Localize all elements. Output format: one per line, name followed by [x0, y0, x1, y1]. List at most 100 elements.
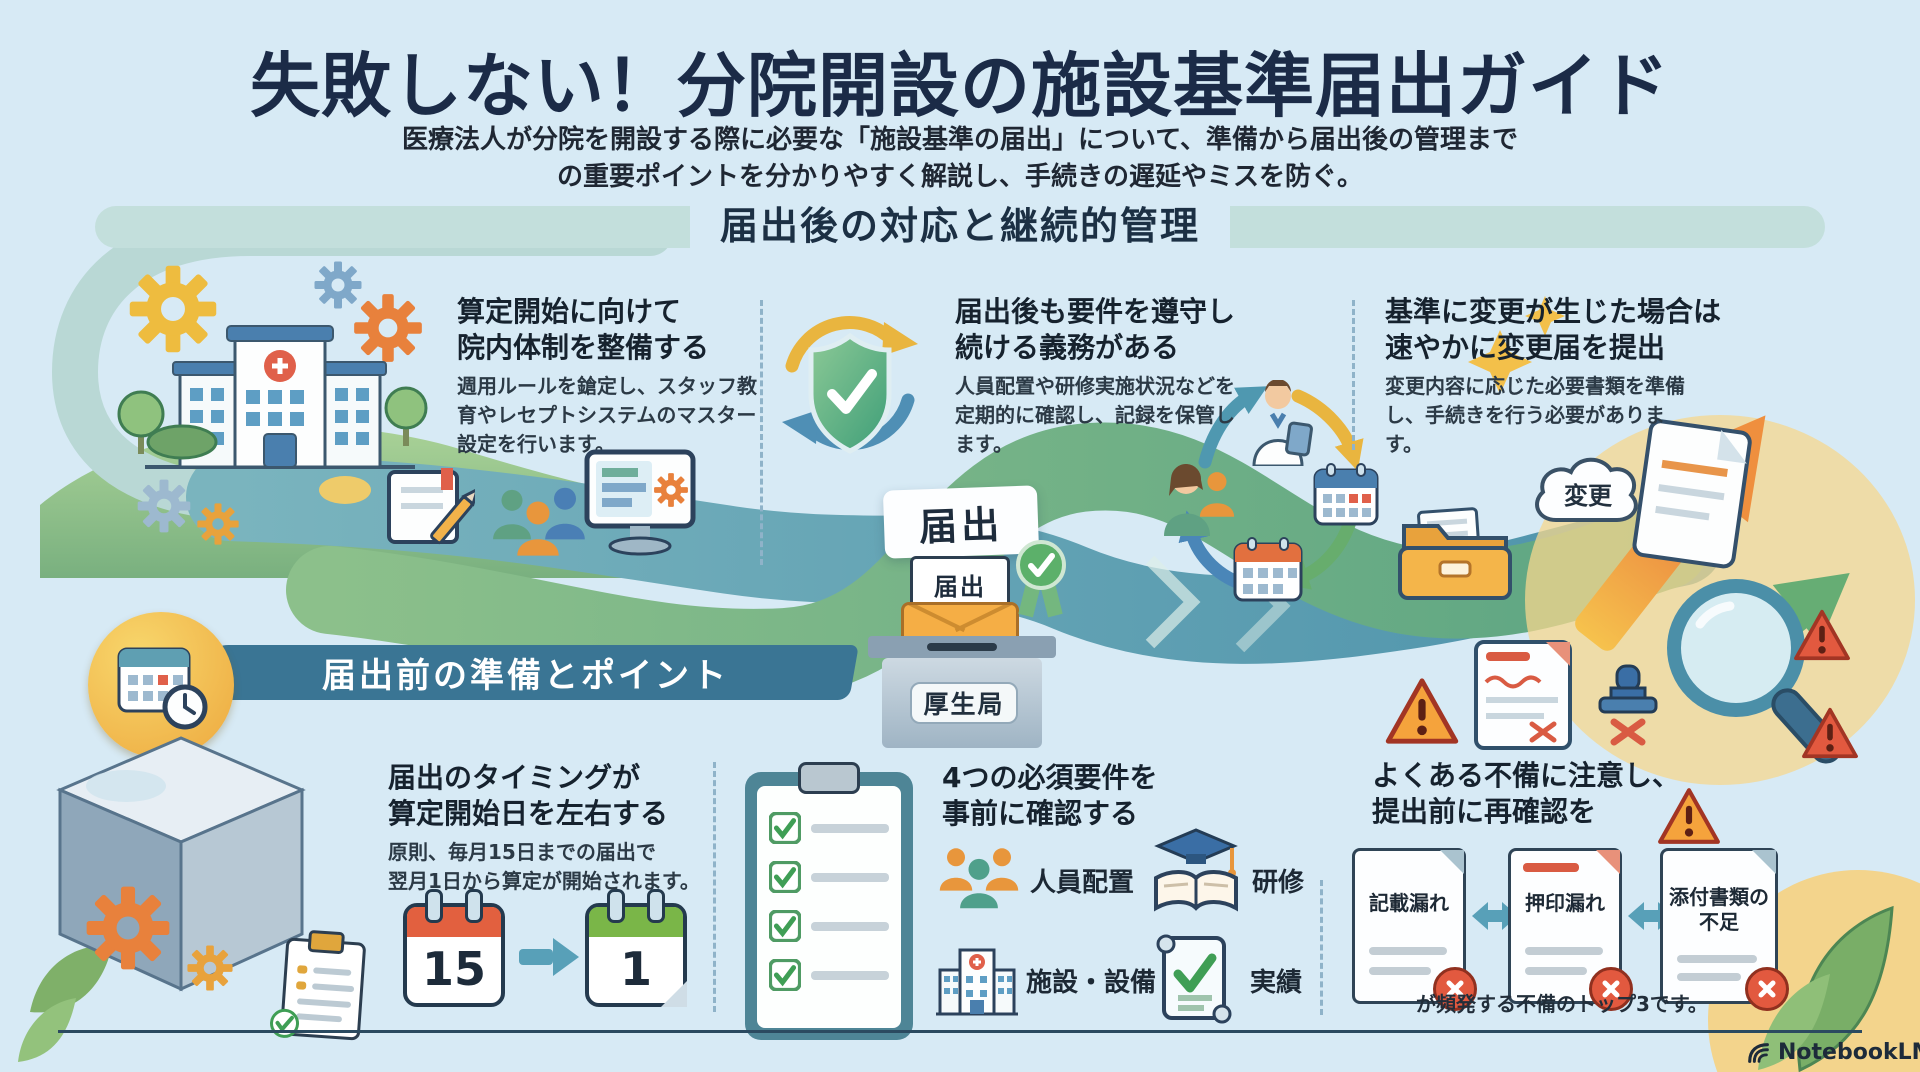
page-fold	[661, 981, 687, 1007]
step-heading-line: よくある不備に注意し、	[1372, 759, 1681, 792]
track-record-scroll-icon	[1152, 932, 1236, 1028]
step-heading-line: 提出前に再確認を	[1372, 795, 1597, 829]
deadline-day: 15	[421, 942, 486, 996]
start-calendar-icon: 1	[585, 889, 687, 1007]
approval-badge-icon	[1016, 540, 1068, 626]
chevron-decoration	[1145, 555, 1201, 649]
timing-body-line: 翌月1日から算定が開始されます。	[388, 869, 700, 893]
mistake-card: 添付書類の不足	[1660, 848, 1789, 1011]
marked-document-icon	[1472, 638, 1574, 752]
column-separator	[1352, 300, 1355, 450]
warning-icon	[1383, 676, 1461, 746]
step-heading-line: 算定開始に向けて	[457, 295, 682, 328]
brand-name: NotebookLM	[1778, 1040, 1920, 1065]
mistake-card: 押印漏れ	[1508, 848, 1633, 1011]
step-heading-line: 速やかに変更届を提出	[1385, 331, 1666, 365]
bush-icon	[146, 424, 218, 460]
red-header-line	[1523, 863, 1579, 872]
step-heading-line: 届出後も要件を遵守し	[955, 295, 1236, 328]
text-line	[1525, 967, 1587, 975]
leaf-icon	[1758, 974, 1830, 1070]
step-body: 変更内容に応じた必要書類を準備し、手続きを行う必要があります。	[1385, 374, 1685, 456]
requirement-label: 人員配置	[1030, 868, 1135, 898]
step-heading: 届出後も要件を遵守し 続ける義務がある	[955, 294, 1235, 367]
text-line	[1369, 947, 1447, 955]
gear-icon	[315, 262, 362, 309]
arrow-right-icon	[519, 934, 581, 980]
checklist-icon	[745, 762, 913, 1040]
clipboard-clip	[798, 762, 860, 794]
page-title: 失敗しない！分院開設の施設基準届出ガイド	[250, 45, 1670, 127]
staff-pair-icon	[1158, 464, 1238, 536]
staffing-icon	[936, 838, 1022, 914]
gear-icon	[354, 294, 422, 362]
mistake-card-label: 記載漏れ	[1369, 891, 1449, 915]
change-bubble-label: 変更	[1564, 482, 1612, 510]
page-corner	[1596, 850, 1620, 874]
mistake-card: 記載漏れ	[1352, 848, 1477, 1011]
column-separator	[1320, 880, 1323, 1015]
calendar-record-icon	[1233, 536, 1303, 602]
step-heading-line: 続ける義務がある	[955, 331, 1180, 365]
pre-section-title: 届出前の準備とポイント	[321, 656, 729, 696]
sparkle-icon	[1525, 296, 1565, 336]
text-line	[1677, 955, 1757, 963]
requirement-label: 施設・設備	[1026, 968, 1157, 998]
step-heading-line: 基準に変更が生じた場合は	[1385, 295, 1722, 328]
warning-icon	[1792, 608, 1852, 662]
bottom-rule	[58, 1030, 1862, 1033]
column-separator	[713, 762, 716, 1012]
manual-book-icon	[383, 452, 475, 552]
documents-folder-icon	[1398, 496, 1512, 600]
subtitle-line1: 医療法人が分院を開設する際に必要な「施設基準の届出」について、準備から届出後の管…	[402, 125, 1518, 155]
mistakes-heading: よくある不備に注意し、 提出前に再確認を	[1372, 758, 1680, 831]
text-line	[1369, 967, 1431, 975]
subtitle-line2: の重要ポイントを分かりやすく解説し、手続きの遅延やミスを防ぐ。	[556, 161, 1363, 192]
column-separator	[760, 300, 763, 565]
submission-box-lid	[868, 636, 1056, 658]
text-line	[1677, 973, 1741, 981]
notebooklm-logo-icon	[1748, 1042, 1769, 1063]
text-line	[1525, 947, 1603, 955]
deadline-calendar-icon: 15	[403, 889, 505, 1007]
error-x-icon	[1745, 967, 1789, 1011]
facility-icon	[934, 942, 1020, 1016]
error-x-icon	[1589, 967, 1633, 1011]
error-x-icon	[1433, 967, 1477, 1011]
system-monitor-icon	[583, 448, 697, 560]
tree-icon	[117, 390, 165, 454]
gear-icon	[130, 266, 216, 352]
step-heading-line: 算定開始日を左右する	[388, 797, 669, 831]
leaf-icon	[18, 998, 76, 1062]
start-day: 1	[619, 942, 652, 996]
timing-body: 原則、毎月15日までの届出で 翌月1日から算定が開始されます。	[388, 838, 748, 896]
clipboard-icon	[270, 929, 367, 1041]
timing-heading: 届出のタイミングが 算定開始日を左右する	[388, 760, 668, 833]
mistake-card-label: 添付書類の不足	[1669, 885, 1769, 934]
sparkle-icon	[1468, 330, 1532, 394]
step-heading-line: 届出のタイミングが	[388, 761, 641, 794]
brand-mark: NotebookLM	[1746, 1040, 1920, 1065]
leaf-icon	[30, 945, 112, 1013]
requirement-label: 研修	[1252, 868, 1305, 898]
check-icon	[270, 1008, 300, 1038]
step-heading-line: 事前に確認する	[942, 797, 1139, 831]
timing-body-line: 原則、毎月15日までの届出で	[388, 840, 656, 864]
post-section-title: 届出後の対応と継続的管理	[689, 201, 1230, 251]
step-body: 週用ルールを鎗定し、スタッフ教育やレセプトシステムのマスター設定を行います。	[457, 374, 757, 456]
tree-icon	[384, 386, 428, 446]
page-corner	[1752, 850, 1776, 874]
step-heading-line: 院内体制を整備する	[457, 331, 710, 365]
change-document-icon	[1632, 419, 1752, 569]
stamp-icon	[1592, 664, 1664, 746]
calendar-check-icon	[1313, 462, 1379, 528]
post-section-band: 届出後の対応と継続的管理	[95, 201, 1825, 251]
calendar-clock-badge-icon	[88, 612, 234, 758]
change-bubble: 変更	[1526, 446, 1656, 540]
requirements-heading: 4つの必須要件を 事前に確認する	[942, 760, 1157, 833]
doctor-icon	[1248, 380, 1314, 466]
staff-training-icon	[487, 472, 587, 562]
training-book-icon	[1148, 826, 1244, 918]
step-heading: 算定開始に向けて 院内体制を整備する	[457, 294, 709, 367]
